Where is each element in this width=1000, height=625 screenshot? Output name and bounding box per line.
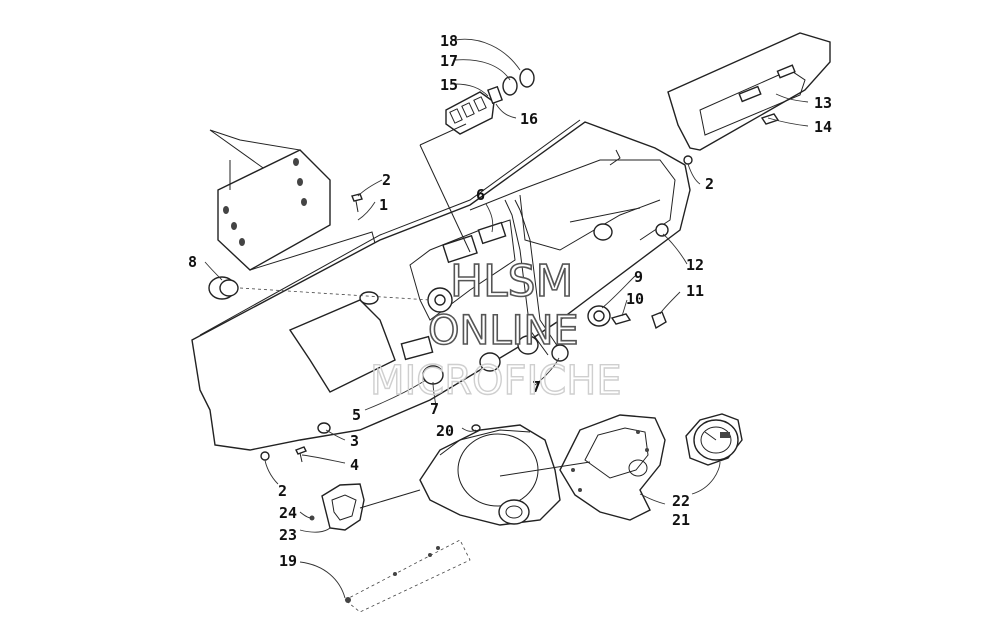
callout-6: 6 — [476, 186, 485, 204]
callout-21: 21 — [672, 511, 690, 529]
watermark-line-1: HLSM — [450, 256, 574, 307]
callout-2-lower: 2 — [278, 482, 287, 500]
callout-24: 24 — [279, 504, 297, 522]
callout-23: 23 — [279, 526, 297, 544]
callout-15: 15 — [440, 76, 458, 94]
watermark: HLSM ONLINE MICROFICHE — [369, 255, 622, 405]
callout-10: 10 — [626, 290, 644, 308]
gauge-ring — [309, 483, 365, 531]
ignition-set — [587, 305, 667, 330]
gauge-bezel — [559, 414, 666, 521]
callout-1: 1 — [379, 196, 388, 214]
callout-7-left: 7 — [430, 400, 439, 418]
callout-11: 11 — [686, 282, 704, 300]
callout-labels: 18 17 15 16 13 14 2 2 1 6 8 12 9 10 11 5… — [188, 32, 832, 570]
upper-cover — [667, 32, 831, 151]
speedometer-gauge — [685, 413, 743, 466]
callout-16: 16 — [520, 110, 538, 128]
callout-2-upper-left: 2 — [382, 171, 391, 189]
callout-4: 4 — [350, 456, 359, 474]
callout-9: 9 — [634, 268, 643, 286]
callout-3: 3 — [350, 432, 359, 450]
callout-14: 14 — [814, 118, 832, 136]
switch-cluster — [419, 68, 535, 253]
frame-bracket — [209, 129, 381, 271]
callout-22: 22 — [672, 492, 690, 510]
leader-lines — [204, 38, 809, 599]
callout-18: 18 — [440, 32, 458, 50]
callout-7-right: 7 — [532, 378, 541, 396]
callout-13: 13 — [814, 94, 832, 112]
callout-12: 12 — [686, 256, 704, 274]
callout-19: 19 — [279, 552, 297, 570]
callout-20: 20 — [436, 422, 454, 440]
callout-5: 5 — [352, 406, 361, 424]
callout-2-upper-right: 2 — [705, 175, 714, 193]
watermark-line-3: MICROFICHE — [370, 358, 622, 404]
callout-17: 17 — [440, 52, 458, 70]
callout-8: 8 — [188, 253, 197, 271]
lower-bracket — [344, 539, 471, 613]
gauge-pod-housing — [419, 424, 561, 526]
part-8-knob — [208, 276, 431, 301]
watermark-line-2: ONLINE — [428, 308, 579, 354]
dash-panel — [191, 119, 691, 451]
